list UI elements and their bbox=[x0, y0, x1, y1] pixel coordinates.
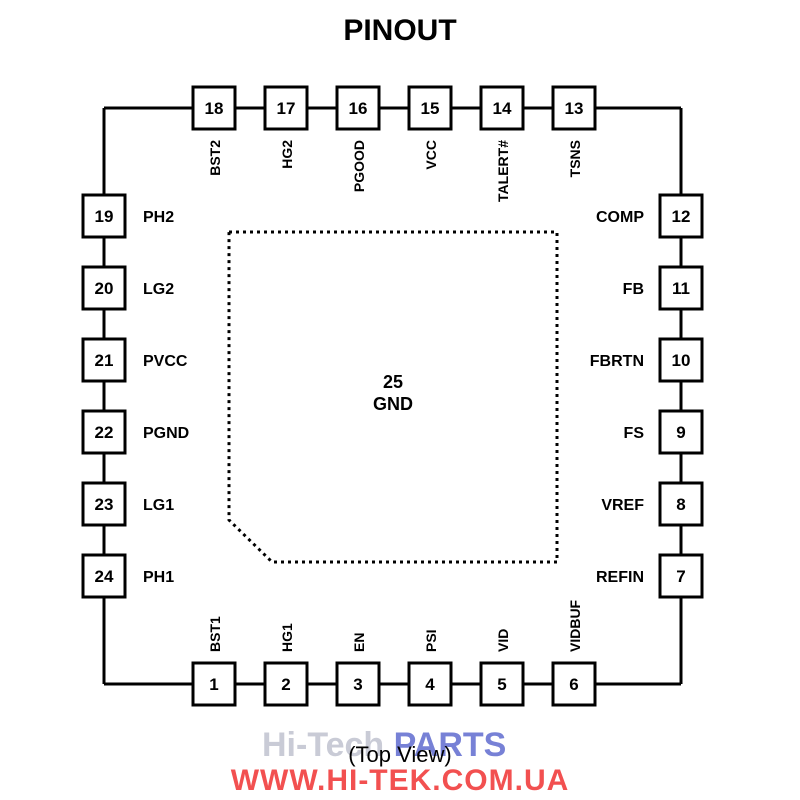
pin-box bbox=[335, 661, 381, 707]
pin-box bbox=[658, 409, 704, 455]
pin-number: 6 bbox=[569, 675, 578, 694]
pin-number: 22 bbox=[95, 423, 114, 442]
pin-label: PGOOD bbox=[351, 140, 367, 192]
watermark-url: WWW.HI-TEK.COM.UA bbox=[230, 764, 570, 797]
pin-label: FB bbox=[623, 281, 644, 298]
pin-label: FS bbox=[624, 425, 645, 442]
pin-label: COMP bbox=[596, 209, 644, 226]
pin-box bbox=[658, 553, 704, 599]
pin-number: 15 bbox=[421, 99, 440, 118]
pin-box bbox=[81, 265, 127, 311]
pin-number: 2 bbox=[281, 675, 290, 694]
pin-box bbox=[81, 481, 127, 527]
pin-label: VID bbox=[495, 629, 511, 652]
pin-label: LG2 bbox=[143, 281, 174, 298]
pin-label: PGND bbox=[143, 425, 189, 442]
pin-box bbox=[479, 85, 525, 131]
pin-label: BST1 bbox=[207, 616, 223, 652]
pin-box bbox=[551, 661, 597, 707]
pin-label: PH2 bbox=[143, 209, 174, 226]
pin-label: REFIN bbox=[596, 569, 644, 586]
pin-number: 8 bbox=[676, 495, 685, 514]
pin-label: HG2 bbox=[279, 140, 295, 169]
pin-number: 10 bbox=[672, 351, 691, 370]
pin-label: TSNS bbox=[567, 140, 583, 177]
pin-number: 1 bbox=[209, 675, 218, 694]
pin-box bbox=[81, 193, 127, 239]
pin-box bbox=[407, 661, 453, 707]
pin-label: PSI bbox=[423, 629, 439, 652]
pin-box bbox=[551, 85, 597, 131]
pin-label: VCC bbox=[423, 140, 439, 170]
pin-box bbox=[658, 193, 704, 239]
pin-label: EN bbox=[351, 633, 367, 652]
pin-box bbox=[191, 661, 237, 707]
pin-box bbox=[191, 85, 237, 131]
pin-number: 13 bbox=[565, 99, 584, 118]
pin-number: 5 bbox=[497, 675, 506, 694]
watermark-part2: PARTS bbox=[393, 726, 507, 764]
exposed-pad-outline bbox=[227, 230, 559, 564]
pin-number: 3 bbox=[353, 675, 362, 694]
pin-number: 23 bbox=[95, 495, 114, 514]
pin-label: FBRTN bbox=[590, 353, 644, 370]
pin-label: VREF bbox=[601, 497, 644, 514]
pin-box bbox=[658, 337, 704, 383]
pin-box bbox=[407, 85, 453, 131]
pin-number: 21 bbox=[95, 351, 114, 370]
pin-box bbox=[658, 481, 704, 527]
pin-number: 11 bbox=[672, 279, 690, 298]
pin-box bbox=[263, 85, 309, 131]
pin-box bbox=[263, 661, 309, 707]
pin-label: BST2 bbox=[207, 140, 223, 176]
pin-number: 12 bbox=[672, 207, 691, 226]
pin-label: PH1 bbox=[143, 569, 174, 586]
pin-number: 24 bbox=[95, 567, 114, 586]
pin-number: 9 bbox=[676, 423, 685, 442]
pin-number: 19 bbox=[95, 207, 114, 226]
pin-label: VIDBUF bbox=[567, 599, 583, 652]
pin-label: PVCC bbox=[143, 353, 188, 370]
pin-number: 20 bbox=[95, 279, 114, 298]
view-label: (Top View) bbox=[348, 742, 452, 767]
pin-box bbox=[335, 85, 381, 131]
pin-box bbox=[658, 265, 704, 311]
pin-number: 18 bbox=[205, 99, 224, 118]
pin-number: 16 bbox=[349, 99, 368, 118]
pin-number: 7 bbox=[676, 567, 685, 586]
pin-box bbox=[81, 409, 127, 455]
pin-label: TALERT# bbox=[495, 140, 511, 202]
pin-label: LG1 bbox=[143, 497, 174, 514]
pin-box bbox=[81, 553, 127, 599]
pin-number: 17 bbox=[277, 99, 296, 118]
pin-number: 14 bbox=[493, 99, 512, 118]
watermark-logo: Hi-Tech PARTS bbox=[262, 726, 506, 765]
pin-box bbox=[81, 337, 127, 383]
diagram-title: PINOUT bbox=[343, 14, 457, 47]
exposed-pad-label: GND bbox=[373, 394, 413, 414]
pin-label: HG1 bbox=[279, 623, 295, 652]
pin-box bbox=[479, 661, 525, 707]
exposed-pad-number: 25 bbox=[383, 372, 403, 392]
pin-number: 4 bbox=[425, 675, 435, 694]
watermark-part1: Hi-Tech bbox=[262, 726, 385, 764]
